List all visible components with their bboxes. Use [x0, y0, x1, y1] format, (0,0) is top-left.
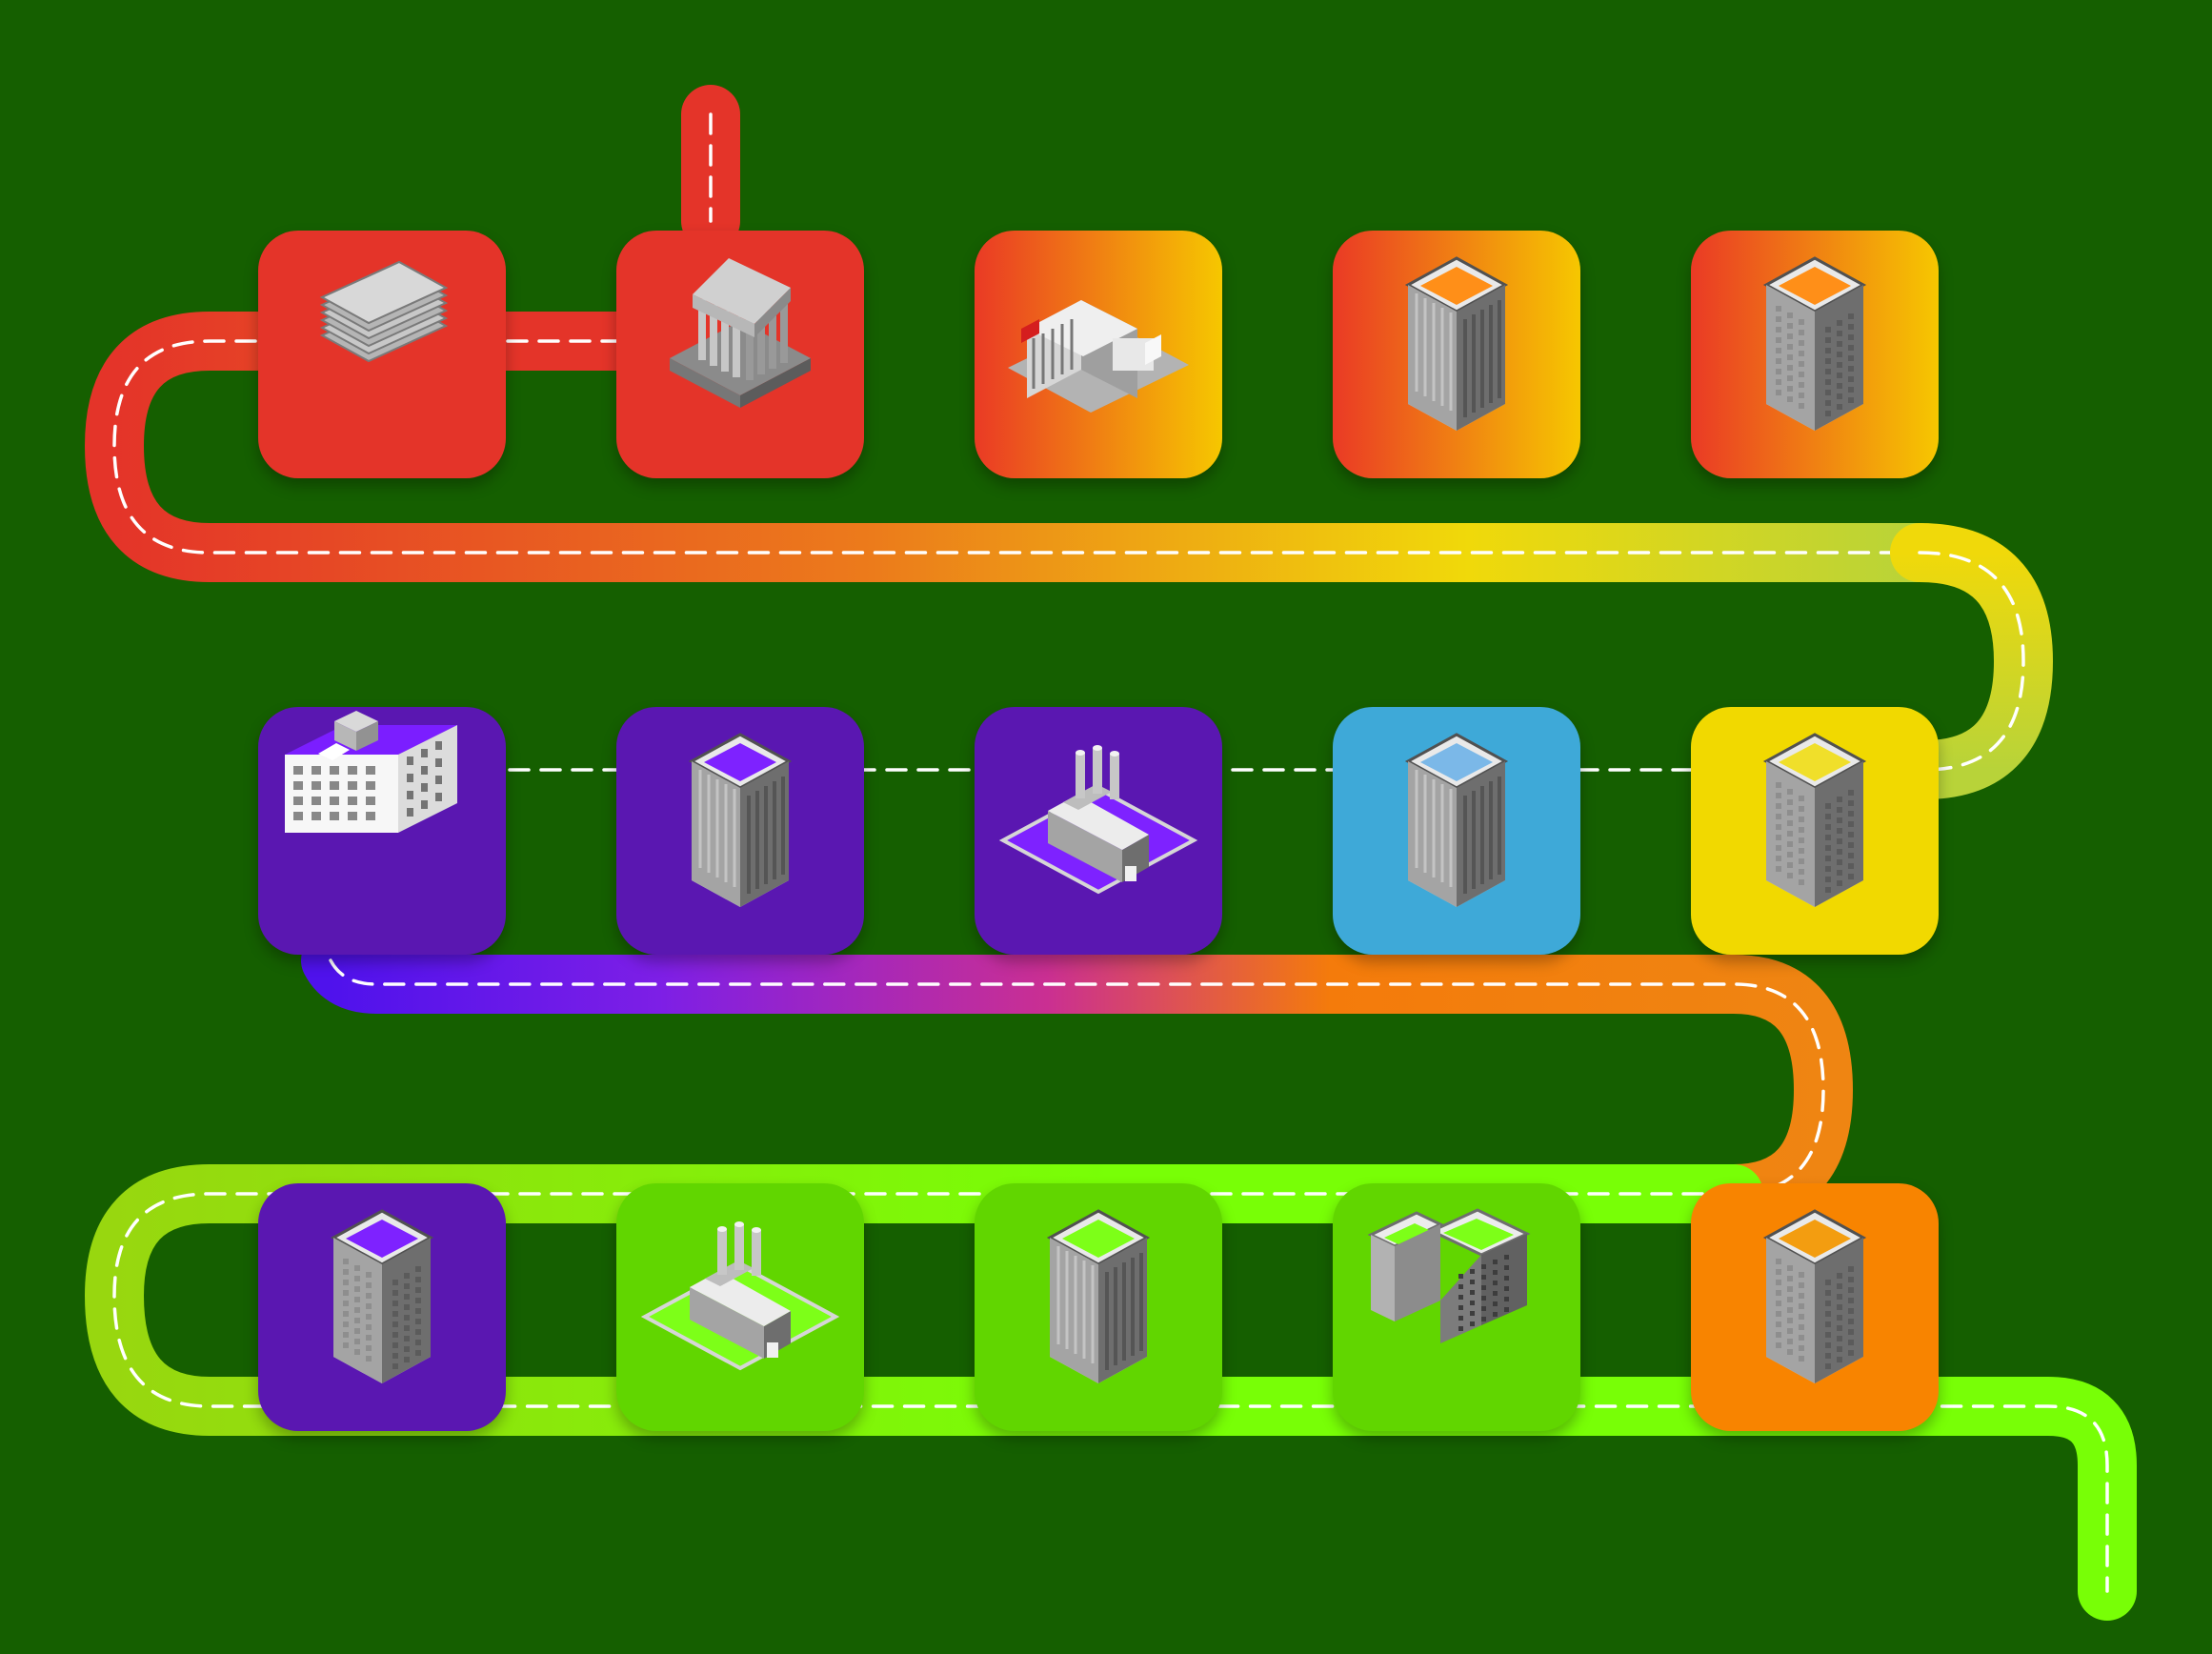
apartment-tower-icon — [1762, 733, 1867, 907]
building-tile-3-5[interactable] — [1691, 1183, 1939, 1431]
building-tile-1-1[interactable] — [258, 231, 506, 478]
building-tile-3-2[interactable] — [616, 1183, 864, 1431]
skyscraper-icon — [1046, 1209, 1151, 1383]
building-tile-3-1[interactable] — [258, 1183, 506, 1431]
office-complex-icon — [1008, 300, 1189, 413]
apartment-tower-icon — [330, 1209, 434, 1383]
building-tile-2-5[interactable] — [1691, 707, 1939, 955]
building-tile-3-4[interactable] — [1333, 1183, 1580, 1431]
building-tile-1-2[interactable] — [616, 231, 864, 478]
building-tile-2-2[interactable] — [616, 707, 864, 955]
road-curve-right-1 — [1890, 523, 2053, 799]
building-tile-2-3[interactable] — [975, 707, 1222, 955]
skyscraper-icon — [688, 733, 793, 907]
apartment-tower-icon — [1762, 256, 1867, 431]
building-tile-1-4[interactable] — [1333, 231, 1580, 478]
building-tile-1-3[interactable] — [975, 231, 1222, 478]
skyscraper-icon — [1404, 256, 1509, 431]
apartment-tower-icon — [1762, 1209, 1867, 1383]
road-curve-left-2 — [85, 1164, 2137, 1621]
building-tile-1-5[interactable] — [1691, 231, 1939, 478]
stacked-floor-slab-icon — [319, 260, 449, 363]
building-tile-2-4[interactable] — [1333, 707, 1580, 955]
skyscraper-icon — [1404, 733, 1509, 907]
factory-icon — [640, 1221, 840, 1371]
factory-icon — [998, 745, 1198, 895]
l-shaped-building-icon — [1367, 1208, 1531, 1343]
building-tile-3-3[interactable] — [975, 1183, 1222, 1431]
road-curve-left-1 — [85, 312, 1949, 582]
classical-bank-icon — [670, 258, 811, 408]
hospital-icon — [285, 711, 457, 833]
road-curve-right-2 — [301, 931, 1853, 1223]
building-tile-2-1[interactable] — [258, 707, 506, 955]
